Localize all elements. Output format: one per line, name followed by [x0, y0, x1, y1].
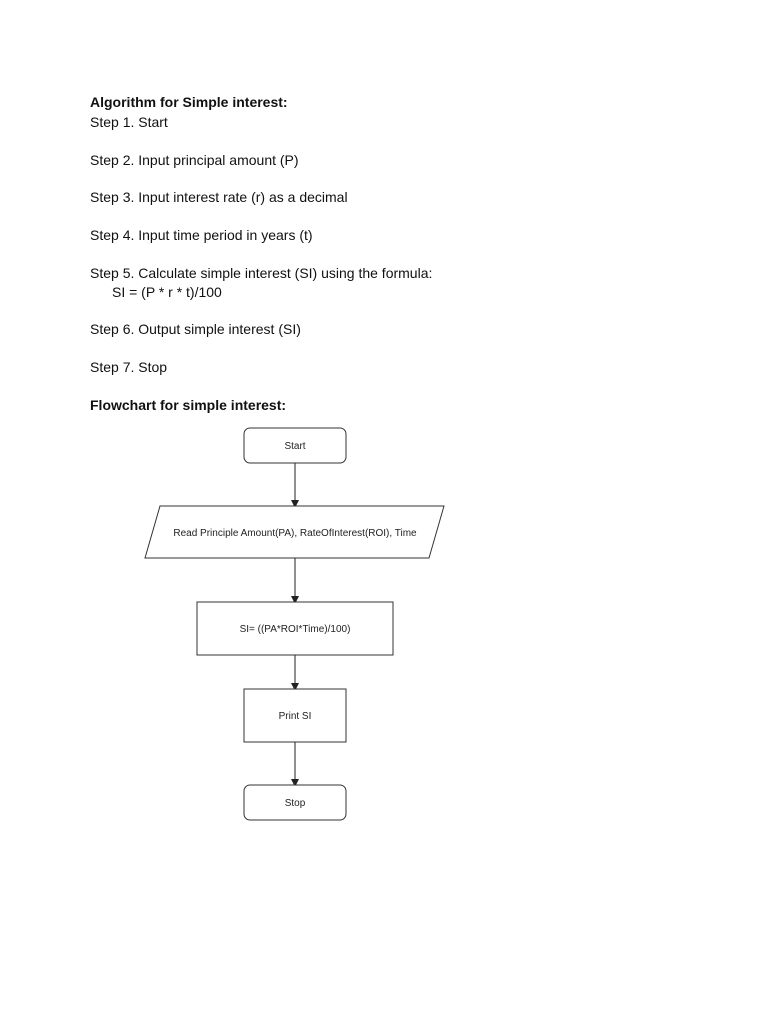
algorithm-title: Algorithm for Simple interest:: [90, 94, 288, 110]
flowchart-start-label: Start: [284, 441, 305, 452]
flowchart-output-node: Print SI: [243, 688, 347, 743]
flowchart-output-label: Print SI: [279, 711, 312, 722]
flowchart-input-node: Read Principle Amount(PA), RateOfInteres…: [144, 505, 445, 559]
flowchart-start-node: Start: [243, 427, 347, 464]
algorithm-step-4: Step 4. Input time period in years (t): [90, 227, 313, 243]
flowchart-stop-label: Stop: [285, 798, 306, 809]
algorithm-step-2: Step 2. Input principal amount (P): [90, 152, 299, 168]
algorithm-formula: SI = (P * r * t)/100: [112, 284, 222, 300]
flowchart-title: Flowchart for simple interest:: [90, 397, 287, 413]
flowchart-stop-node: Stop: [243, 784, 347, 821]
algorithm-step-1: Step 1. Start: [90, 114, 168, 130]
algorithm-step-5: Step 5. Calculate simple interest (SI) u…: [90, 265, 433, 281]
flowchart-input-label: Read Principle Amount(PA), RateOfInteres…: [173, 528, 417, 539]
algorithm-step-3: Step 3. Input interest rate (r) as a dec…: [90, 189, 348, 205]
flowchart-process-label: SI= ((PA*ROI*Time)/100): [240, 624, 351, 635]
algorithm-step-7: Step 7. Stop: [90, 359, 168, 375]
flowchart-process-node: SI= ((PA*ROI*Time)/100): [196, 601, 394, 656]
algorithm-step-6: Step 6. Output simple interest (SI): [90, 321, 301, 337]
